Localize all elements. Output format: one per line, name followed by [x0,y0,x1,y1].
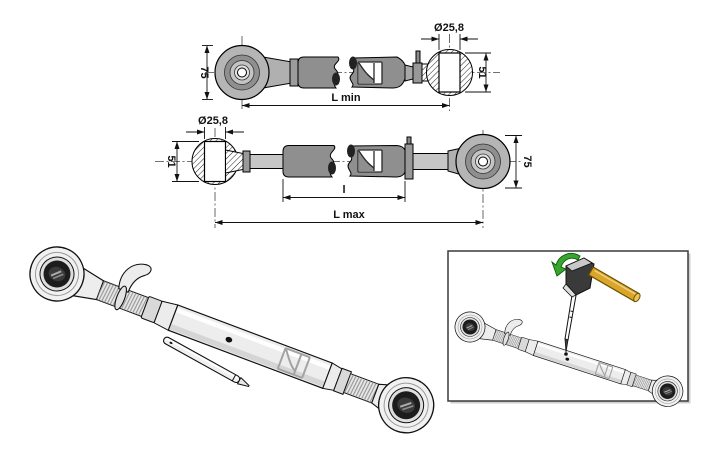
top-link-drawing-min: 75 Ø25,8 51 L min [198,22,500,111]
dim-tube-length: l [282,179,406,202]
dim-bore-min-label: Ø25,8 [434,22,464,34]
brand-logo-mark [357,149,383,173]
dim-height-min-label: 75 [198,66,210,78]
top-link-render [21,225,447,442]
dim-height-max: 75 [505,135,533,189]
dim-ball-min-label: 51 [476,66,488,78]
instruction-inset [447,250,691,412]
dim-bore-max-label: Ø25,8 [198,115,228,127]
brand-logo-mark [357,61,383,85]
dim-length-min-label: L min [331,92,360,104]
dim-height-max-label: 75 [521,155,533,167]
dim-length-max: L max [215,209,483,226]
dim-ball-max: 51 [165,141,199,182]
dim-ball-min: 51 [465,52,491,93]
dim-height-min: 75 [198,45,213,100]
dim-tube-length-label: l [342,184,345,196]
top-link-drawing-max: Ø25,8 51 l L max 75 [155,115,533,228]
pin-tool [163,336,250,388]
dim-length-max-label: L max [333,209,365,221]
hammer-icon [562,257,641,303]
dim-ball-max-label: 51 [165,155,177,167]
dim-bore-min: Ø25,8 [421,22,478,50]
dim-bore-max: Ø25,8 [186,115,244,139]
rotation-arrow-icon [551,253,581,277]
dim-length-min: L min [242,92,450,109]
